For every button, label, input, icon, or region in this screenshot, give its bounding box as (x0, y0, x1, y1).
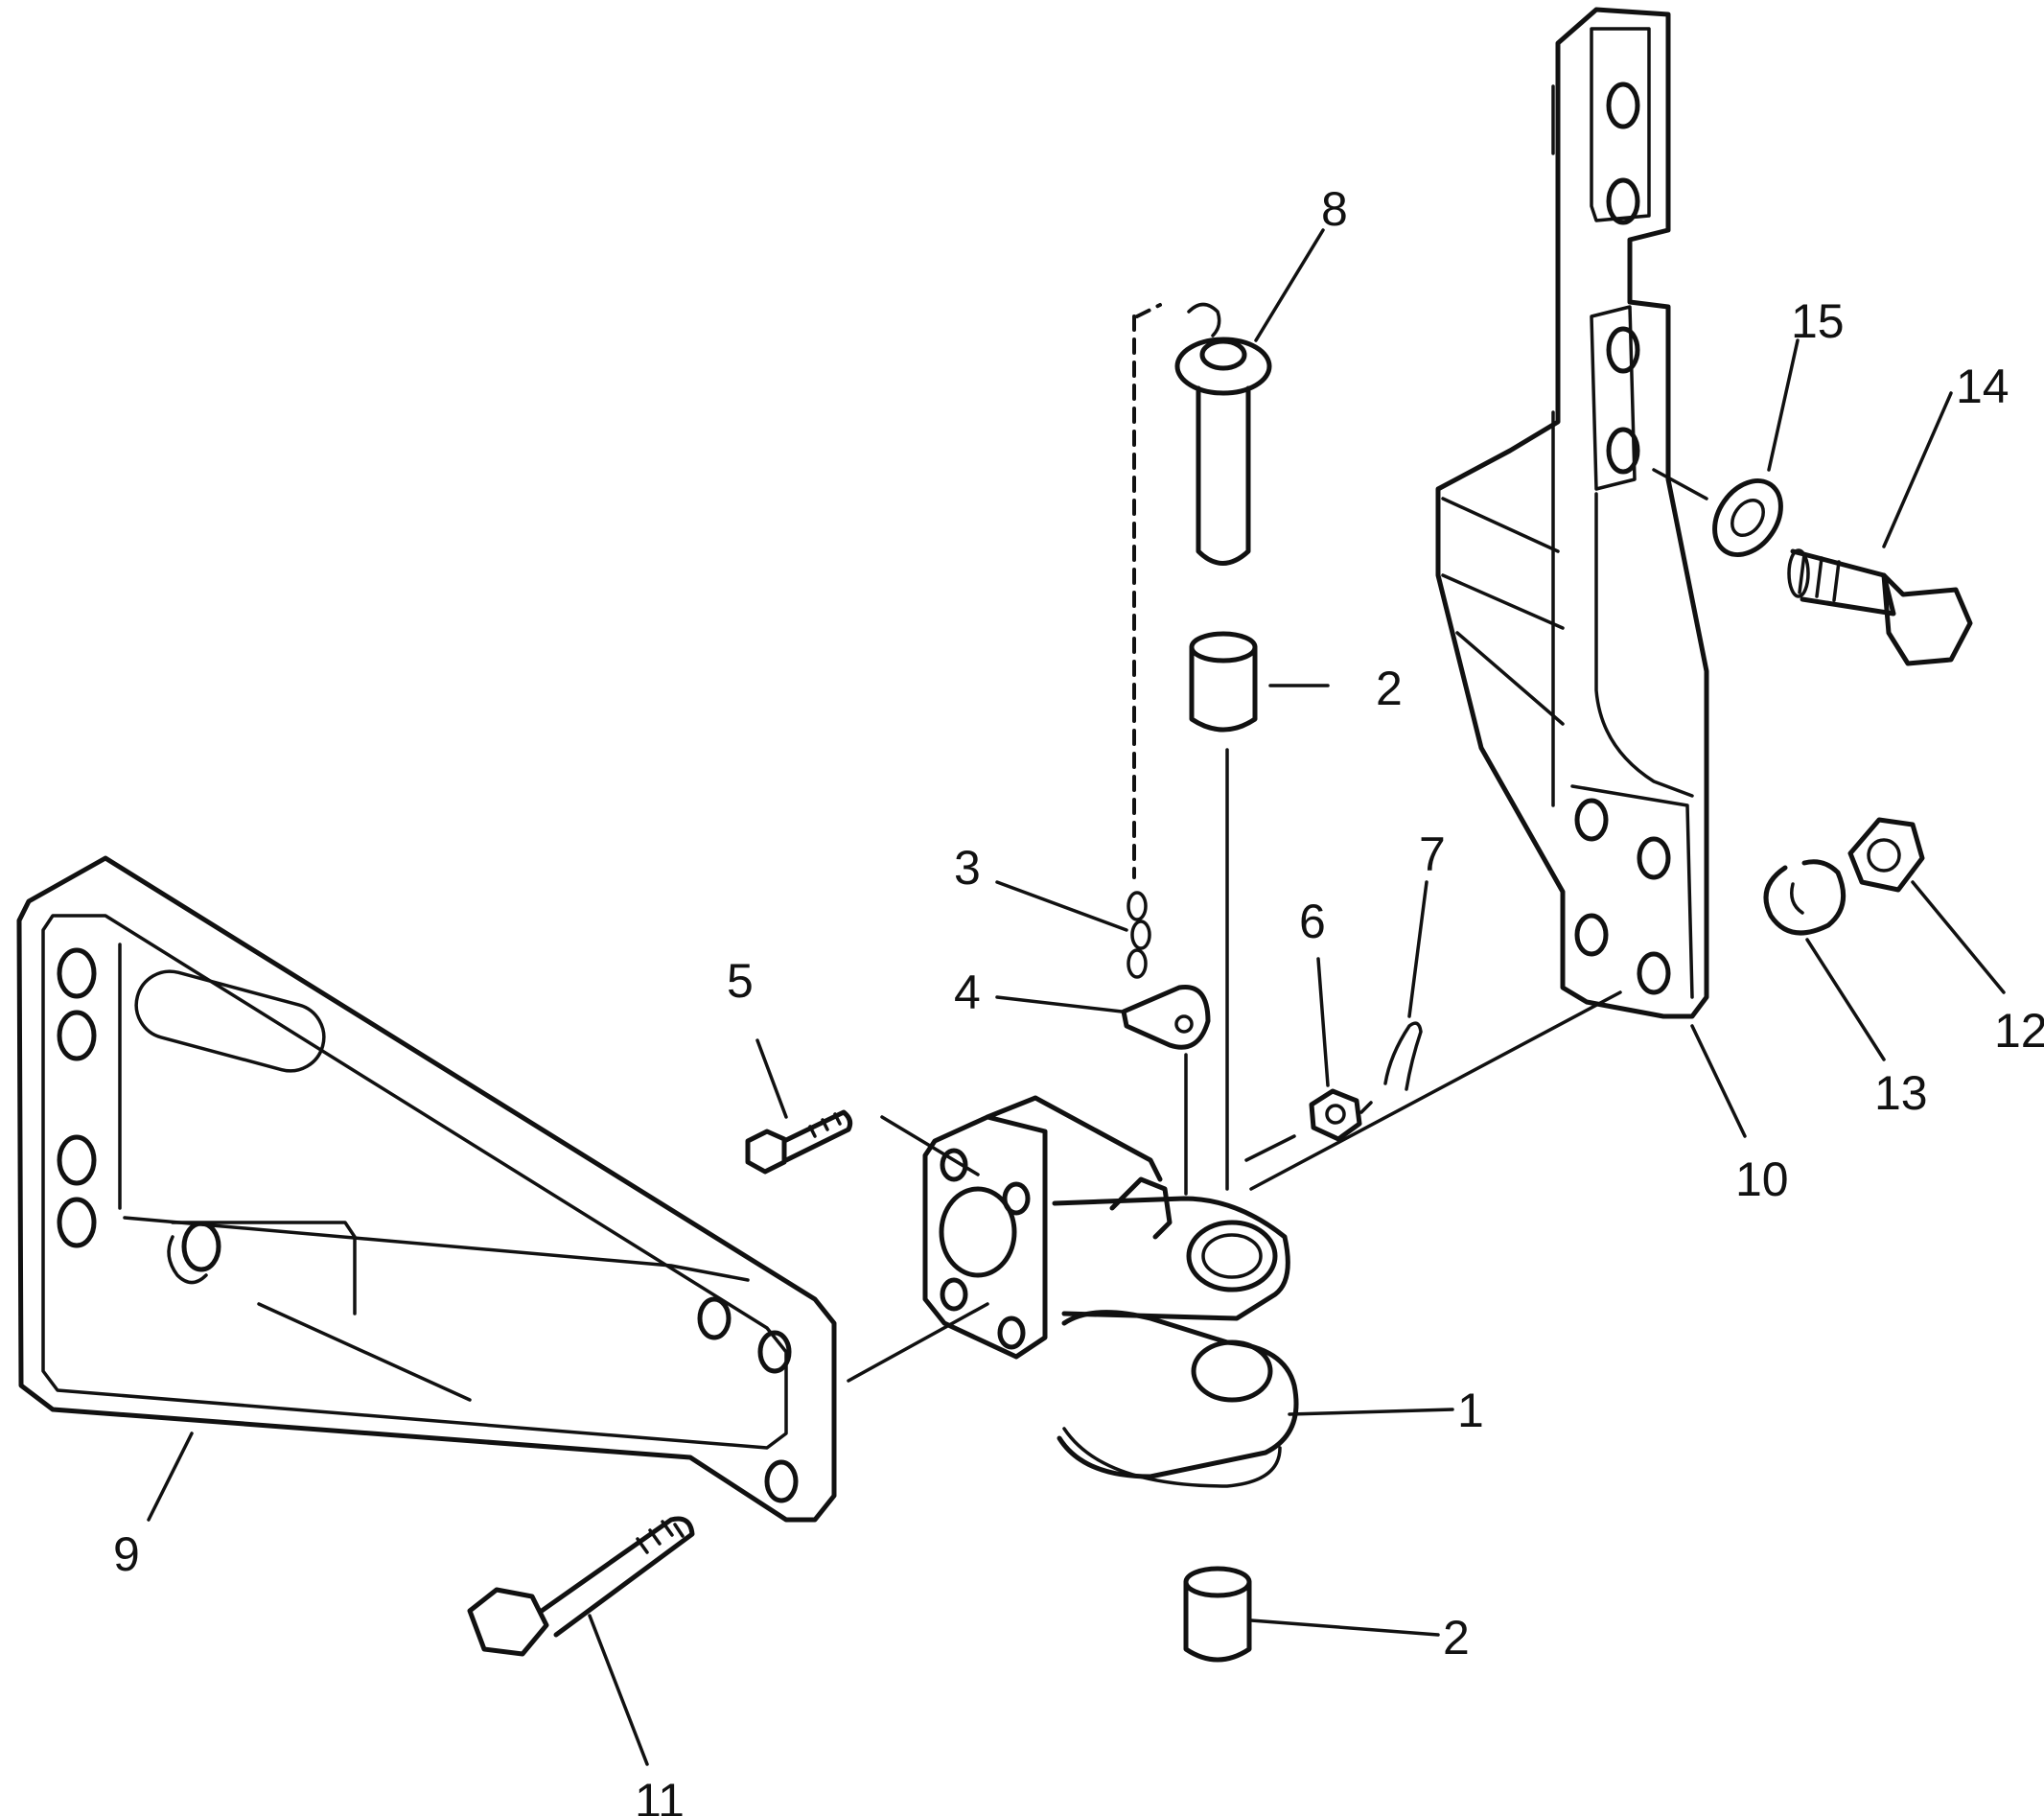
chain-part-3 (1127, 891, 1151, 979)
callout-12: 12 (1994, 1004, 2044, 1058)
callout-8: 8 (1321, 182, 1348, 236)
callout-2-lower: 2 (1443, 1611, 1470, 1665)
callout-1: 1 (1457, 1384, 1484, 1437)
callout-14: 14 (1956, 360, 2009, 413)
lock-washer-part-13 (1763, 859, 1847, 936)
bushing-lower-part-2 (1183, 1566, 1252, 1663)
bolt-small-part-5 (745, 1109, 853, 1175)
callout-13: 13 (1874, 1066, 1928, 1120)
washer-part-15 (1712, 478, 1783, 557)
nut-part-12 (1847, 817, 1925, 893)
callout-labels: 1 2 2 3 4 5 6 7 8 9 10 11 12 13 14 15 (113, 182, 2044, 1816)
cotter-pin-part-7 (1383, 1021, 1423, 1091)
callout-7: 7 (1419, 827, 1446, 881)
bolt-large-part-11 (467, 1516, 695, 1657)
callout-10: 10 (1735, 1152, 1789, 1206)
assembly-lines (847, 303, 1708, 1383)
callout-2-upper: 2 (1376, 662, 1403, 715)
callout-5: 5 (727, 954, 754, 1008)
callout-11: 11 (635, 1774, 685, 1816)
callout-3: 3 (954, 841, 981, 895)
hinge-block-part-1 (922, 1095, 1299, 1488)
callout-9: 9 (113, 1527, 140, 1581)
callout-15: 15 (1791, 294, 1845, 348)
callout-6: 6 (1299, 895, 1326, 948)
nut-small-part-6 (1309, 1088, 1362, 1142)
bushing-upper-part-2 (1189, 631, 1258, 733)
bracket-left-part-9 (16, 855, 837, 1523)
chain-plate-part-4 (1121, 984, 1211, 1050)
bolt-part-14 (1787, 548, 1973, 666)
bracket-right-part-10 (1435, 7, 1709, 1019)
leader-lines (147, 228, 2006, 1766)
pin-part-8 (1174, 302, 1272, 566)
callout-4: 4 (954, 966, 981, 1019)
